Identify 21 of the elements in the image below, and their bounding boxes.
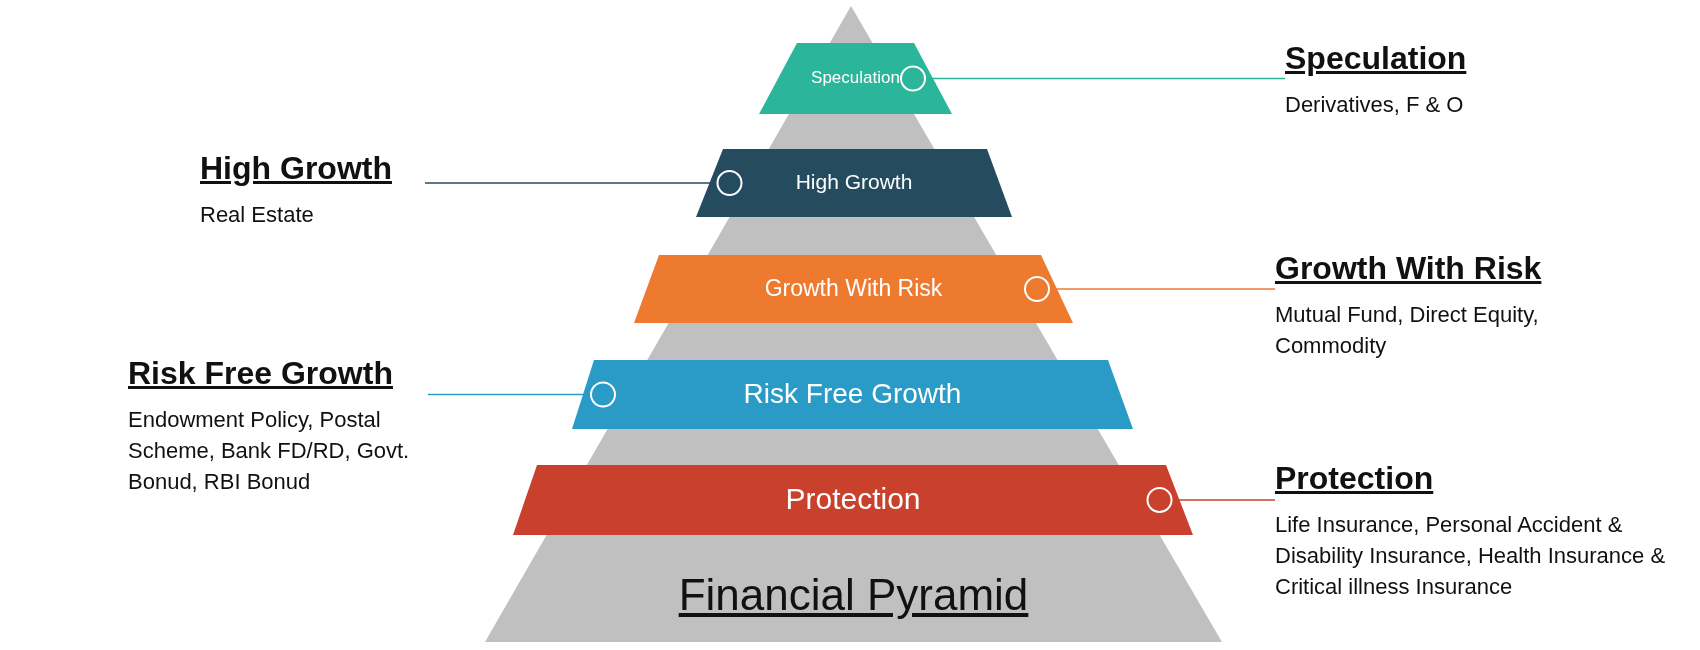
heading: Protection <box>1275 460 1434 497</box>
band-label: Protection <box>784 482 922 516</box>
heading: High Growth <box>200 150 392 187</box>
pyramid-title: Financial Pyramid <box>678 570 1029 620</box>
description-text: Endowment Policy, Postal Scheme, Bank FD/RD, Govt. Bonud, RBI Bonud <box>128 406 411 496</box>
description-text: Real Estate <box>200 201 315 229</box>
band-label: High Growth <box>794 170 914 195</box>
band-label: Risk Free Growth <box>742 377 963 410</box>
leader-line <box>424 170 743 196</box>
heading: Speculation <box>1285 40 1467 77</box>
band-label: Speculation <box>810 68 901 89</box>
leader-line <box>1146 487 1276 513</box>
leader-line <box>427 381 616 408</box>
heading: Risk Free Growth <box>128 355 393 392</box>
description-text: Derivatives, F & O <box>1285 91 1465 119</box>
heading: Growth With Risk <box>1275 250 1542 287</box>
leader-line <box>900 65 1286 92</box>
band-label: Growth With Risk <box>763 275 944 303</box>
leader-line <box>1024 276 1276 302</box>
description-text: Life Insurance, Personal Accident & Disability Insurance, Health Insurance & Critical illness Insurance <box>1275 511 1667 601</box>
description-text: Mutual Fund, Direct Equity, Commodity <box>1275 301 1540 360</box>
